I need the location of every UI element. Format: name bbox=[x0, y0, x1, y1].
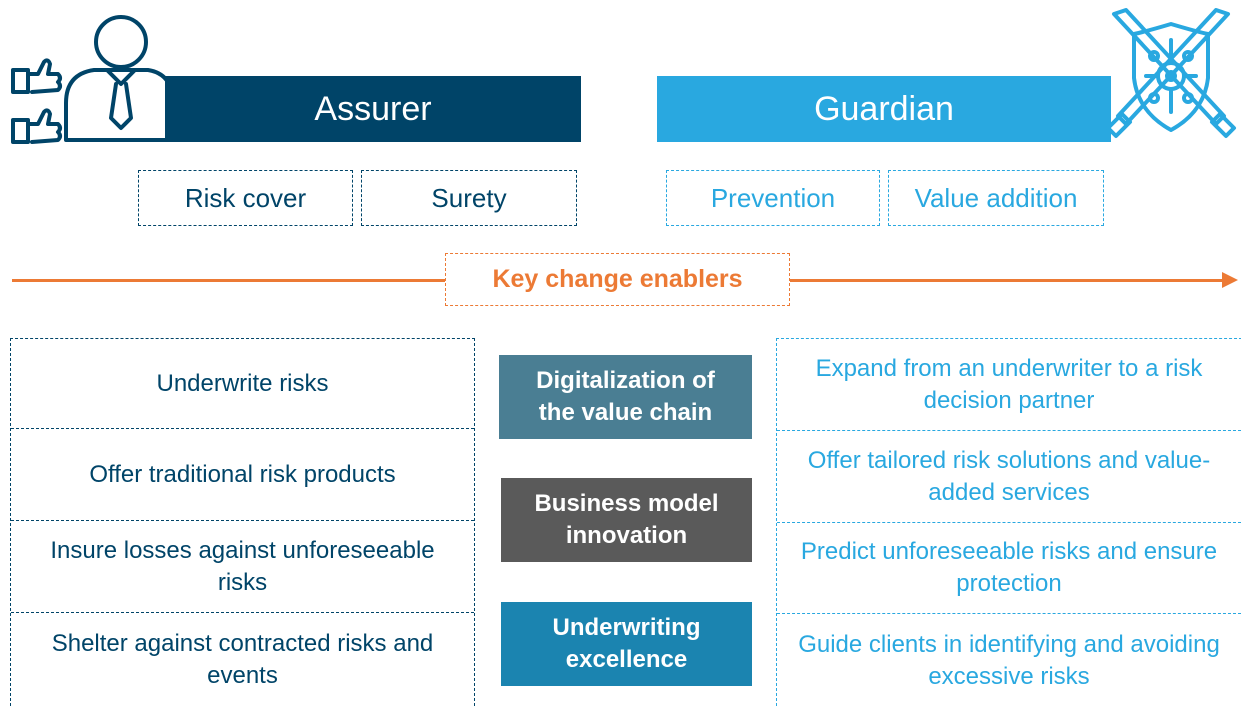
list-item: Offer traditional risk products bbox=[11, 428, 474, 520]
tag-prevention: Prevention bbox=[666, 170, 880, 226]
enabler-digitalization: Digitalization of the value chain bbox=[499, 355, 752, 439]
list-item-text: Offer tailored risk solutions and value-… bbox=[807, 446, 1211, 506]
enabler-underwriting: Underwriting excellence bbox=[501, 602, 752, 686]
guardian-activities-list: Expand from an underwriter to a risk dec… bbox=[776, 338, 1241, 706]
list-item: Predict unforeseeable risks and ensure p… bbox=[777, 522, 1241, 613]
list-item: Shelter against contracted risks and eve… bbox=[11, 612, 474, 707]
enabler-label: Underwriting excellence bbox=[552, 614, 701, 673]
guardian-banner: Guardian bbox=[657, 76, 1111, 142]
assurer-banner: Assurer bbox=[165, 76, 581, 142]
businessman-thumbs-up-icon bbox=[11, 15, 168, 144]
tag-label: Surety bbox=[431, 182, 507, 213]
list-item-text: Guide clients in identifying and avoidin… bbox=[798, 630, 1220, 690]
list-item: Underwrite risks bbox=[11, 339, 474, 428]
assurer-activities-list: Underwrite risks Offer traditional risk … bbox=[10, 338, 475, 706]
key-change-enablers-title: Key change enablers bbox=[445, 253, 790, 306]
tag-label: Prevention bbox=[710, 182, 836, 213]
list-item-text: Predict unforeseeable risks and ensure p… bbox=[800, 538, 1218, 597]
list-item: Offer tailored risk solutions and value-… bbox=[777, 430, 1241, 522]
guardian-label: Guardian bbox=[814, 89, 954, 128]
list-item: Guide clients in identifying and avoidin… bbox=[777, 613, 1241, 707]
enablers-title-text: Key change enablers bbox=[492, 265, 743, 293]
assurer-label: Assurer bbox=[314, 89, 432, 128]
list-item-text: Shelter against contracted risks and eve… bbox=[51, 630, 434, 689]
shield-crossed-swords-icon bbox=[1106, 8, 1236, 138]
tag-value-addition: Value addition bbox=[888, 170, 1104, 226]
enabler-label: Digitalization of the value chain bbox=[536, 367, 715, 426]
list-item: Insure losses against unforeseeable risk… bbox=[11, 520, 474, 612]
tag-label: Value addition bbox=[914, 182, 1078, 213]
enabler-label: Business model innovation bbox=[534, 490, 719, 549]
list-item-text: Underwrite risks bbox=[156, 369, 329, 397]
enablers-arrow-head bbox=[1222, 272, 1238, 288]
tag-surety: Surety bbox=[361, 170, 577, 226]
enabler-business-model: Business model innovation bbox=[501, 478, 752, 562]
tag-label: Risk cover bbox=[184, 182, 307, 213]
list-item: Expand from an underwriter to a risk dec… bbox=[777, 339, 1241, 430]
list-item-text: Expand from an underwriter to a risk dec… bbox=[815, 354, 1203, 414]
list-item-text: Offer traditional risk products bbox=[89, 460, 396, 488]
list-item-text: Insure losses against unforeseeable risk… bbox=[50, 536, 435, 596]
tag-risk-cover: Risk cover bbox=[138, 170, 353, 226]
